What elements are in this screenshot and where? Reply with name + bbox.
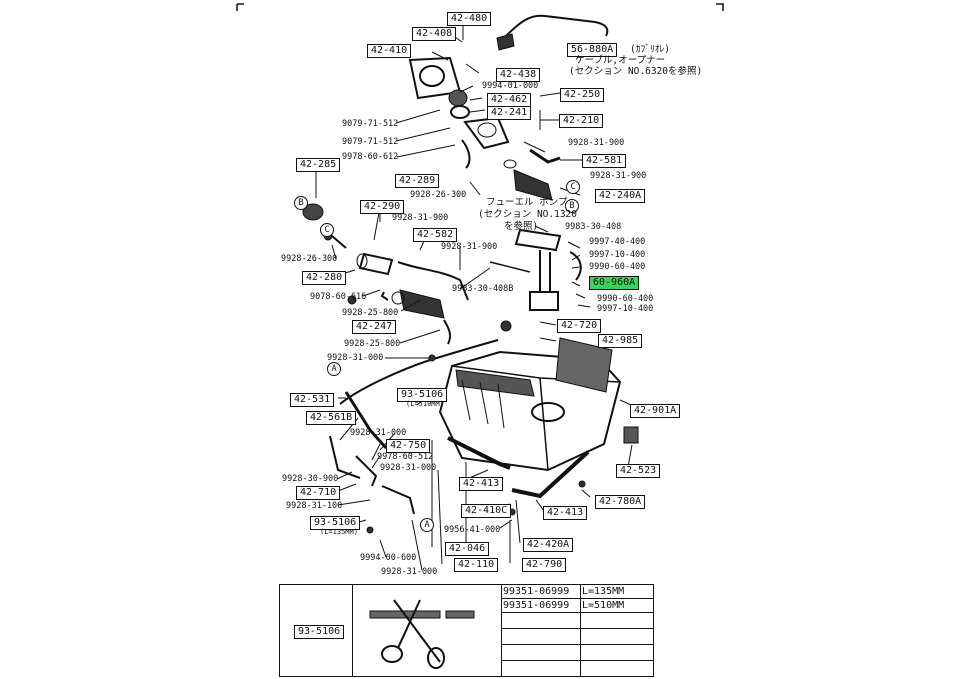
part-9997-10-400-b: 9997-10-400 (597, 304, 654, 314)
part-42-285: 42-285 (296, 158, 341, 172)
part-42-046: 42-046 (445, 542, 490, 556)
part-93-5106-b: 93-5106 (310, 516, 361, 530)
part-42-410: 42-410 (367, 44, 412, 58)
part-9990-60-400-b: 9990-60-400 (597, 294, 654, 304)
part-42-901a: 42-901A (630, 404, 681, 418)
legend-number-1: 99351-06999 (503, 586, 570, 597)
part-9928-25-800-b: 9928-25-800 (344, 339, 401, 349)
callout-b-top: B (294, 196, 308, 210)
part-42-710: 42-710 (296, 486, 341, 500)
part-9928-31-000-b: 9928-31-000 (350, 428, 407, 438)
part-9928-31-000-a: 9928-31-000 (327, 353, 384, 363)
part-9079-71-512-a: 9079-71-512 (342, 119, 399, 129)
part-42-561b: 42-561B (306, 411, 357, 425)
part-42-210: 42-210 (559, 114, 604, 128)
part-42-438: 42-438 (496, 68, 541, 82)
part-42-480: 42-480 (447, 12, 492, 26)
part-9079-71-512-b: 9079-71-512 (342, 137, 399, 147)
part-9928-31-900-a: 9928-31-900 (568, 138, 625, 148)
callout-b-right: B (565, 199, 579, 213)
part-42-247: 42-247 (352, 320, 397, 334)
part-42-790: 42-790 (522, 558, 567, 572)
part-42-531: 42-531 (290, 393, 335, 407)
part-60-960a-highlighted: 60-960A (589, 276, 640, 290)
part-93-5106-a: 93-5106 (397, 388, 448, 402)
part-42-985: 42-985 (598, 334, 643, 348)
note-cable-line3: (セクション NO.6320を参照) (569, 66, 703, 77)
part-9994-01-000: 9994-01-000 (482, 81, 539, 91)
part-42-408: 42-408 (412, 27, 457, 41)
part-9928-26-300-a: 9928-26-300 (410, 190, 467, 200)
callout-c-left: C (320, 223, 334, 237)
note-fuel-pump-2: (セクション NO.1320 (478, 209, 577, 220)
note-fuel-pump-1: フューエル ポンプ (486, 197, 568, 208)
legend-part-label: 93-5106 (294, 625, 345, 639)
part-9928-25-800-a: 9928-25-800 (342, 308, 399, 318)
part-9928-31-900-b: 9928-31-900 (590, 171, 647, 181)
part-42-523: 42-523 (616, 464, 661, 478)
part-42-413-a: 42-413 (459, 477, 504, 491)
part-42-750: 42-750 (386, 439, 431, 453)
part-9928-31-000-c: 9928-31-000 (380, 463, 437, 473)
part-9997-10-400-a: 9997-10-400 (589, 250, 646, 260)
part-9997-40-400: 9997-40-400 (589, 237, 646, 247)
legend-length-1: L=135MM (582, 586, 625, 597)
part-9990-60-400-a: 9990-60-400 (589, 262, 646, 272)
note-fuel-pump-3: を参照) (504, 221, 539, 232)
part-42-420a: 42-420A (523, 538, 574, 552)
part-9928-30-900: 9928-30-900 (282, 474, 339, 484)
part-9983-30-408b: 9983-30-408B (452, 284, 514, 294)
legend-image-cell (352, 584, 502, 677)
part-42-780a: 42-780A (595, 495, 646, 509)
note-cable-line2: ケーブル,オープナー (575, 55, 666, 66)
part-42-280: 42-280 (302, 271, 347, 285)
part-9983-30-408: 9983-30-408 (565, 222, 622, 232)
part-42-290: 42-290 (360, 200, 405, 214)
part-42-250: 42-250 (560, 88, 605, 102)
part-42-241: 42-241 (487, 106, 532, 120)
part-42-289: 42-289 (395, 174, 440, 188)
legend-length-2: L=510MM (582, 600, 625, 611)
note-cable-jp: (ｶﾌﾞﾘｵﾚ) (630, 44, 670, 55)
part-9978-60-512: 9978-60-512 (377, 452, 434, 462)
part-42-720: 42-720 (557, 319, 602, 333)
part-42-581: 42-581 (582, 154, 627, 168)
callout-a-bottom: A (420, 518, 434, 532)
part-9928-31-900-c: 9928-31-900 (392, 213, 449, 223)
part-9928-31-900-d: 9928-31-900 (441, 242, 498, 252)
part-9978-60-612: 9978-60-612 (342, 152, 399, 162)
legend-table (279, 584, 654, 677)
part-42-240a: 42-240A (595, 189, 646, 203)
part-9928-31-000-d: 9928-31-000 (381, 567, 438, 577)
note-length-510: (L=510MM) (406, 400, 444, 408)
note-length-135: (L=135MM) (320, 528, 358, 536)
callout-a-left: A (327, 362, 341, 376)
part-9956-41-000: 9956-41-000 (444, 525, 501, 535)
part-9928-31-100: 9928-31-100 (286, 501, 343, 511)
legend-number-2: 99351-06999 (503, 600, 570, 611)
part-9928-26-300-b: 9928-26-300 (281, 254, 338, 264)
part-42-410c: 42-410C (461, 504, 512, 518)
part-9994-00-600: 9994-00-600 (360, 553, 417, 563)
part-42-110: 42-110 (454, 558, 499, 572)
part-42-582: 42-582 (413, 228, 458, 242)
part-56-880a: 56-880A (567, 43, 618, 57)
callout-c-right: C (566, 180, 580, 194)
part-9078-60-616: 9078-60-616 (310, 292, 367, 302)
part-42-413-b: 42-413 (543, 506, 588, 520)
